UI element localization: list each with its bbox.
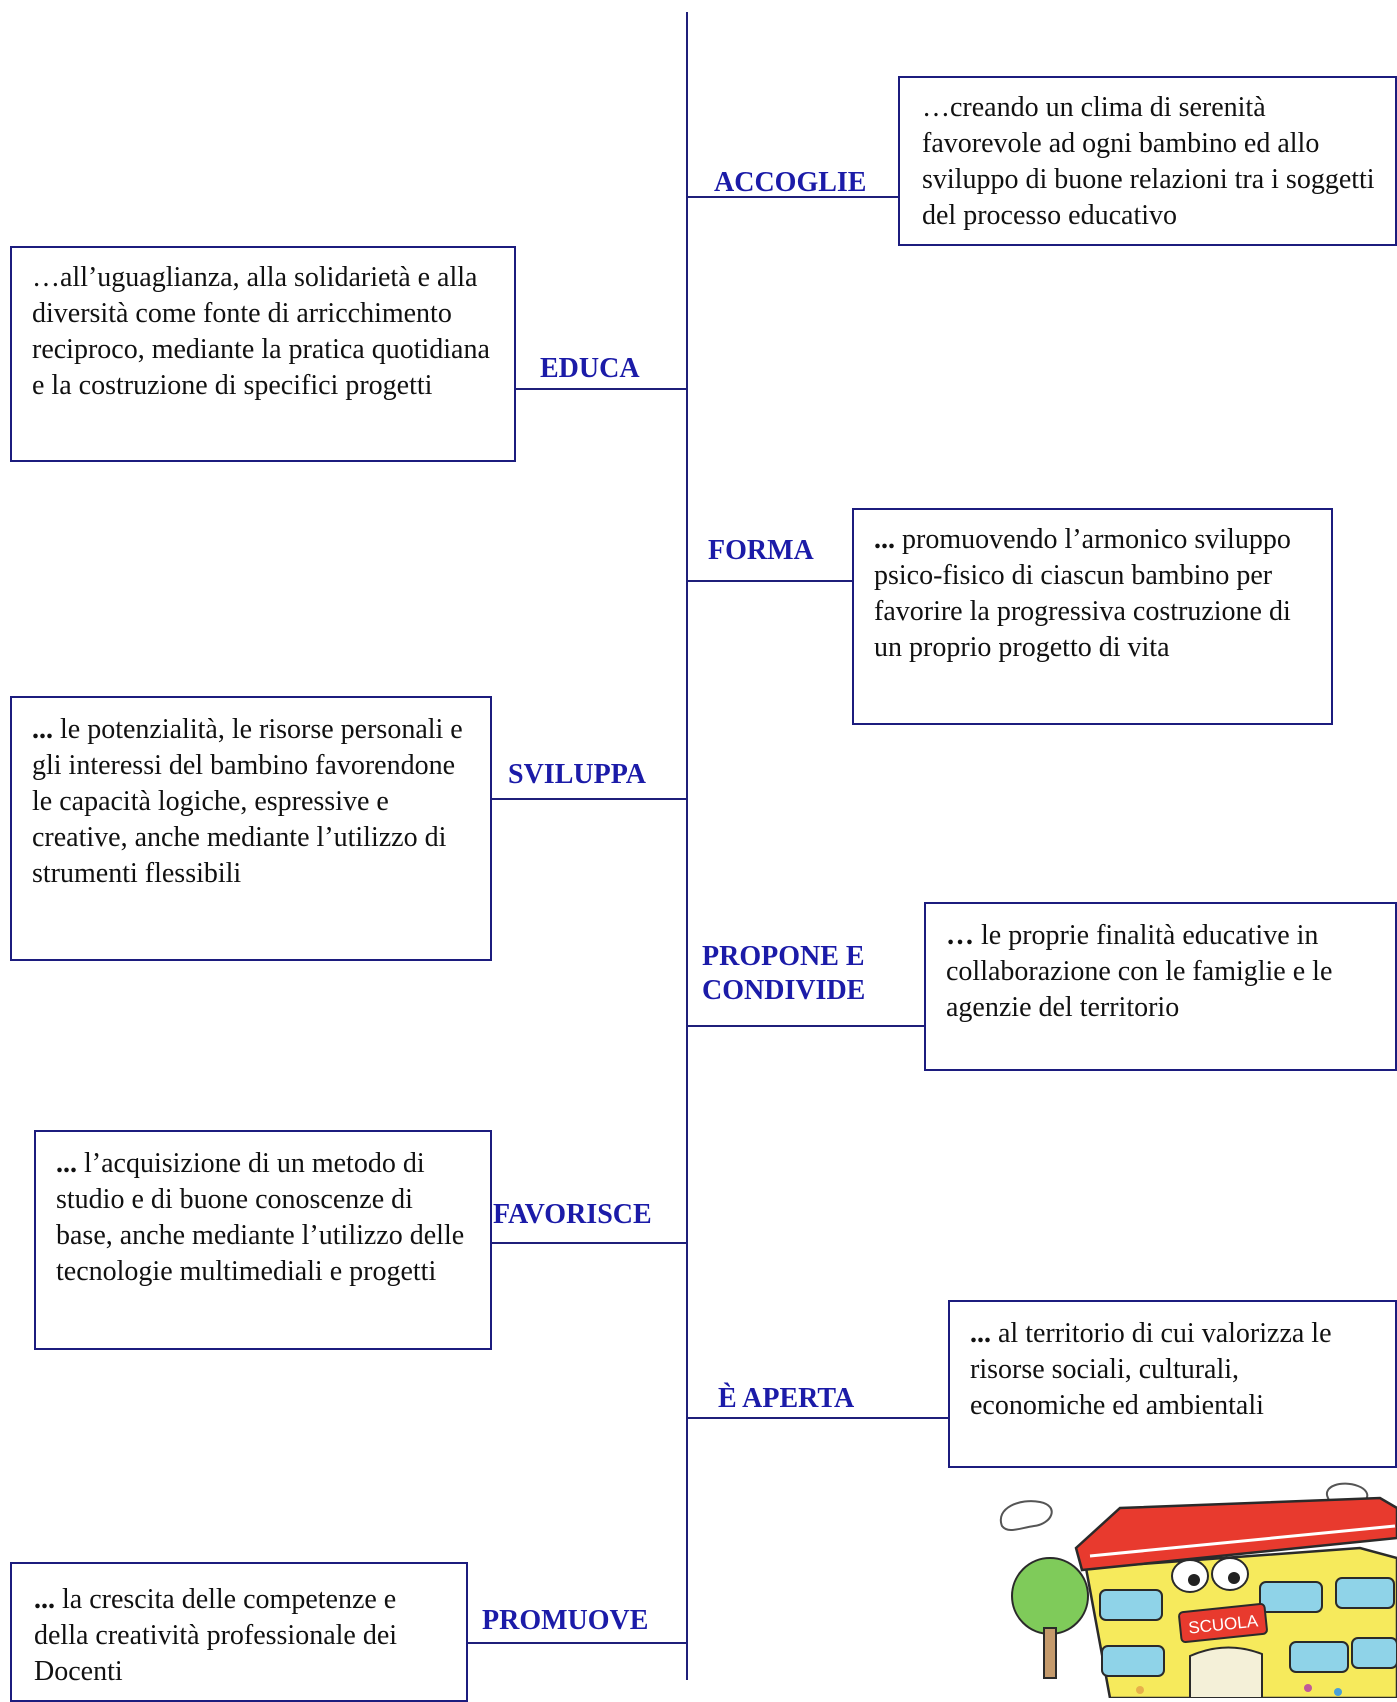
building-roof [1074,1496,1397,1572]
window-6 [1351,1637,1397,1669]
box-educa-text: …all’uguaglianza, alla solidarietà e all… [32,262,490,401]
box-forma: ... promuovendo l’armonico sviluppo psic… [852,508,1333,725]
verb-favorisce: FAVORISCE [493,1199,652,1230]
verb-promuove: PROMUOVE [482,1605,649,1636]
connector-accoglie [686,196,898,198]
connector-propone [686,1025,924,1027]
pupil-left [1188,1574,1200,1586]
box-favorisce-text: l’acquisizione di un metodo di studio e … [56,1148,465,1287]
window-1 [1099,1589,1163,1621]
box-sviluppa-text: le potenzialità, le risorse personali e … [32,714,463,889]
verb-e-aperta: È APERTA [718,1383,855,1414]
box-forma-lead: ... [874,524,895,555]
box-aperta: ... al territorio di cui valorizza le ri… [948,1300,1397,1468]
box-educa: …all’uguaglianza, alla solidarietà e all… [10,246,516,462]
connector-promuove [468,1642,687,1644]
box-promuove: ... la crescita delle competenze e della… [10,1562,468,1702]
connector-forma [686,580,852,582]
verb-propone-e-condivide: PROPONE E CONDIVIDE [702,941,866,1006]
tree-crown [1011,1557,1089,1635]
pupil-right [1228,1572,1240,1584]
ground-dot-1 [1136,1686,1144,1694]
verb-sviluppa: SVILUPPA [508,759,646,790]
connector-educa [516,388,687,390]
ground-dot-3 [1334,1688,1342,1696]
ground-dot-2 [1304,1684,1312,1692]
box-aperta-lead: ... [970,1318,991,1349]
window-3 [1335,1577,1395,1609]
verb-accoglie: ACCOGLIE [714,167,867,198]
box-favorisce: ... l’acquisizione di un metodo di studi… [34,1130,492,1350]
school-sign [1178,1602,1268,1644]
school-door [1189,1646,1263,1698]
box-forma-text: promuovendo l’armonico sviluppo psico-fi… [874,524,1291,663]
box-propone: … le proprie finalità educative in colla… [924,902,1397,1071]
tree-trunk [1043,1627,1057,1679]
box-aperta-text: al territorio di cui valorizza le risors… [970,1318,1332,1421]
box-accoglie-text: …creando un clima di serenità favorevole… [922,92,1375,231]
school-illustration: SCUOLA [999,1482,1397,1698]
box-promuove-text: la crescita delle competenze e della cre… [34,1584,398,1687]
verb-forma: FORMA [708,535,814,566]
box-sviluppa-lead: ... [32,714,53,745]
window-4 [1101,1645,1165,1677]
connector-sviluppa [492,798,687,800]
cloud-left [999,1500,1053,1532]
box-sviluppa: ... le potenzialità, le risorse personal… [10,696,492,961]
connector-favorisce [492,1242,687,1244]
verb-educa: EDUCA [540,353,640,384]
box-favorisce-lead: ... [56,1148,77,1179]
window-5 [1289,1641,1349,1673]
roof-stripe [1089,1524,1396,1558]
window-2 [1259,1581,1323,1613]
connector-aperta [686,1417,948,1419]
box-promuove-lead: ... [34,1584,55,1615]
box-propone-lead: … [946,920,974,951]
box-accoglie: …creando un clima di serenità favorevole… [898,76,1397,246]
main-trunk-line [686,12,688,1680]
box-propone-text: le proprie finalità educative in collabo… [946,920,1333,1023]
